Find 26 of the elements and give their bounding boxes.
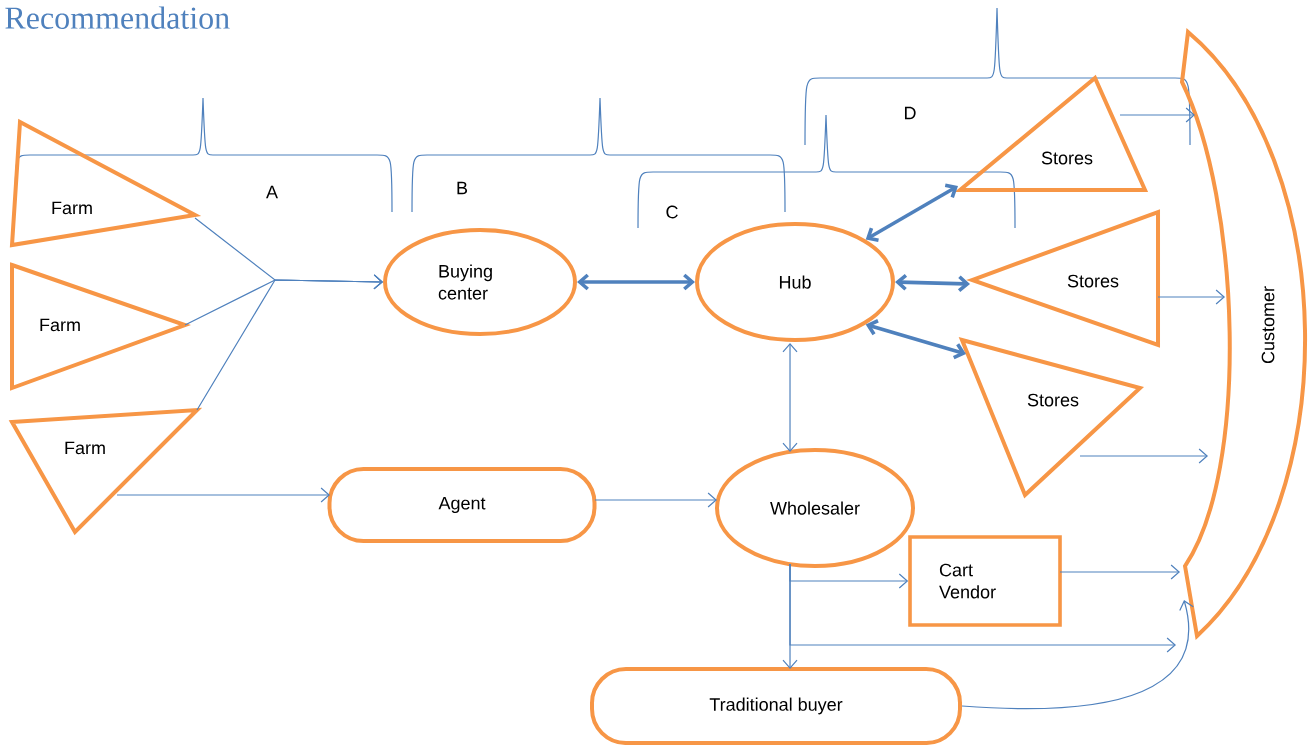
arrow [1059, 564, 1180, 580]
ellipse-node: Hub [695, 222, 895, 342]
arrow [865, 319, 966, 360]
arrow [594, 492, 717, 508]
title: Recommendation [5, 6, 230, 29]
process-box: Cart Vendor [908, 535, 1062, 627]
arrow [196, 274, 383, 411]
arrow [782, 343, 798, 452]
brace-label: D [905, 106, 916, 120]
brace-label: A [266, 185, 278, 199]
arrow [1079, 448, 1208, 464]
brace-label: C [666, 205, 678, 219]
crescent-node: Customer [1180, 30, 1307, 638]
arrow [1157, 289, 1225, 305]
brace-label: B [457, 181, 468, 195]
arrow [116, 487, 330, 503]
arrow [782, 563, 798, 669]
arrow [865, 183, 958, 242]
ellipse-node: Buying center [383, 228, 577, 336]
arrow [577, 273, 695, 291]
arrow [895, 273, 970, 293]
rounded-box: Agent [327, 467, 597, 543]
ellipse-node: Wholesaler [715, 448, 915, 568]
arrow [1119, 107, 1195, 123]
rounded-box: Traditional buyer [590, 667, 962, 745]
arrow [961, 600, 1194, 710]
